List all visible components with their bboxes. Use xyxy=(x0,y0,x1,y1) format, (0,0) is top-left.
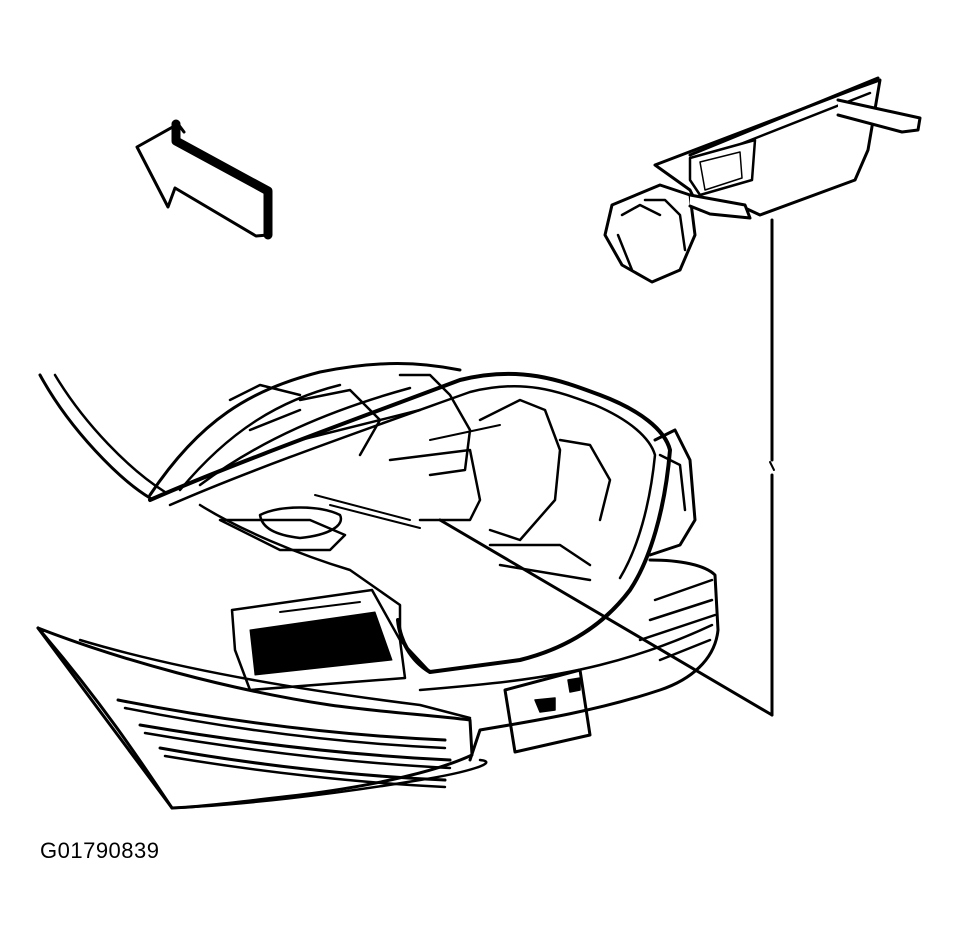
trunk-trim-component xyxy=(603,76,922,284)
leader-line xyxy=(438,218,774,717)
front-direction-arrow-icon xyxy=(135,119,273,240)
leader-detail-marks xyxy=(769,461,775,471)
figure-id-label: G01790839 xyxy=(40,838,160,863)
vehicle-rear-trunk xyxy=(36,362,720,810)
